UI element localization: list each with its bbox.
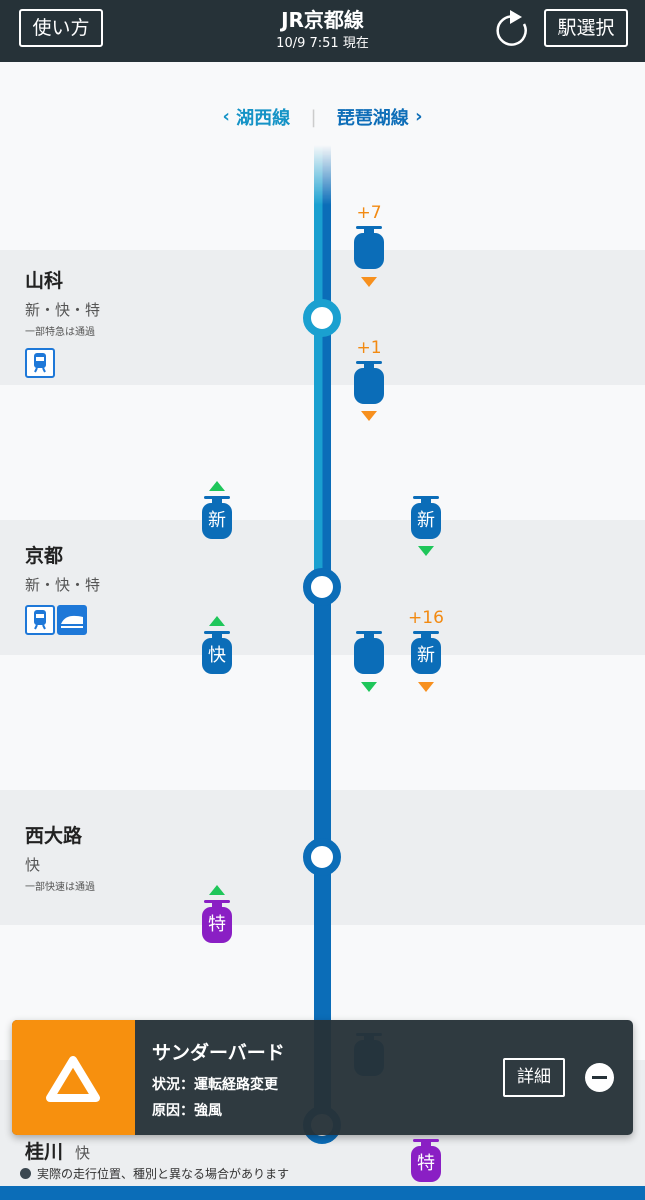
- train-icon: [25, 348, 55, 378]
- train-marker[interactable]: [354, 631, 384, 674]
- alert-status: 状況：運転経路変更: [152, 1077, 278, 1093]
- station-node[interactable]: [303, 568, 341, 606]
- prev-line-label: 湖西線: [236, 108, 291, 129]
- minimize-icon[interactable]: [585, 1063, 614, 1092]
- alert-train-name: サンダーバード: [152, 1042, 285, 1064]
- stopping-types: 新・快・特: [25, 301, 101, 319]
- station-nishioji[interactable]: 西大路 快 一部快速は通過: [25, 821, 95, 893]
- down-arrow-icon: [361, 277, 377, 287]
- delay-label: +7: [356, 203, 382, 223]
- bullet-icon: [20, 1168, 31, 1179]
- stopping-types: 快: [75, 1144, 91, 1162]
- station-note: 一部快速は通過: [25, 882, 95, 893]
- train-marker[interactable]: 快: [202, 631, 232, 674]
- down-arrow-icon: [418, 546, 434, 556]
- train-marker[interactable]: 新: [202, 496, 232, 539]
- train-marker[interactable]: [354, 226, 384, 269]
- footer-note-text: 実際の走行位置、種別と異なる場合があります: [37, 1167, 290, 1181]
- line-nav: ‹ 湖西線 | 琵琶湖線 ›: [0, 104, 645, 130]
- station-name: 山科: [25, 270, 64, 292]
- warning-icon: [12, 1020, 135, 1135]
- delay-label: +1: [356, 338, 382, 358]
- stopping-types: 快: [25, 856, 41, 874]
- timestamp: 10/9 7:51 現在: [276, 36, 369, 51]
- down-arrow-icon: [361, 682, 377, 692]
- train-marker[interactable]: [354, 361, 384, 404]
- down-arrow-icon: [361, 411, 377, 421]
- header: 使い方 JR京都線 10/9 7:51 現在 駅選択: [0, 0, 645, 62]
- down-arrow-icon: [418, 682, 434, 692]
- up-arrow-icon: [209, 616, 225, 626]
- station-node[interactable]: [303, 299, 341, 337]
- station-kyoto[interactable]: 京都 新・快・特: [25, 541, 100, 637]
- station-katsuragawa[interactable]: 桂川 快: [25, 1137, 90, 1164]
- refresh-icon[interactable]: [493, 8, 529, 48]
- station-node[interactable]: [303, 838, 341, 876]
- divider: |: [310, 106, 317, 128]
- help-button[interactable]: 使い方: [19, 9, 103, 47]
- prev-line-link[interactable]: ‹ 湖西線: [222, 106, 291, 129]
- up-arrow-icon: [209, 885, 225, 895]
- footer-note: 実際の走行位置、種別と異なる場合があります: [20, 1165, 289, 1182]
- service-alert-banner[interactable]: サンダーバード 状況：運転経路変更 原因：強風 詳細: [12, 1020, 633, 1135]
- train-marker[interactable]: 新: [411, 496, 441, 539]
- station-name: 西大路: [25, 825, 83, 847]
- alert-cause: 原因：強風: [152, 1103, 222, 1119]
- route-line-upper: [314, 145, 331, 590]
- train-marker[interactable]: 新: [411, 631, 441, 674]
- train-icon: [25, 605, 55, 635]
- train-marker-limited-express[interactable]: 特: [411, 1139, 441, 1182]
- train-marker-limited-express[interactable]: 特: [202, 900, 232, 943]
- page-title: JR京都線: [281, 8, 364, 32]
- next-line-label: 琵琶湖線: [336, 108, 409, 129]
- station-name: 桂川: [25, 1141, 64, 1163]
- stopping-types: 新・快・特: [25, 576, 101, 594]
- bottom-bar: [0, 1186, 645, 1200]
- detail-button[interactable]: 詳細: [503, 1058, 565, 1097]
- station-yamashina[interactable]: 山科 新・快・特 一部特急は通過: [25, 266, 100, 380]
- station-note: 一部特急は通過: [25, 327, 95, 338]
- up-arrow-icon: [209, 481, 225, 491]
- delay-label: +16: [408, 608, 444, 628]
- next-line-link[interactable]: 琵琶湖線 ›: [336, 106, 423, 129]
- station-name: 京都: [25, 545, 64, 567]
- shinkansen-icon: [57, 605, 87, 635]
- station-select-button[interactable]: 駅選択: [544, 9, 628, 47]
